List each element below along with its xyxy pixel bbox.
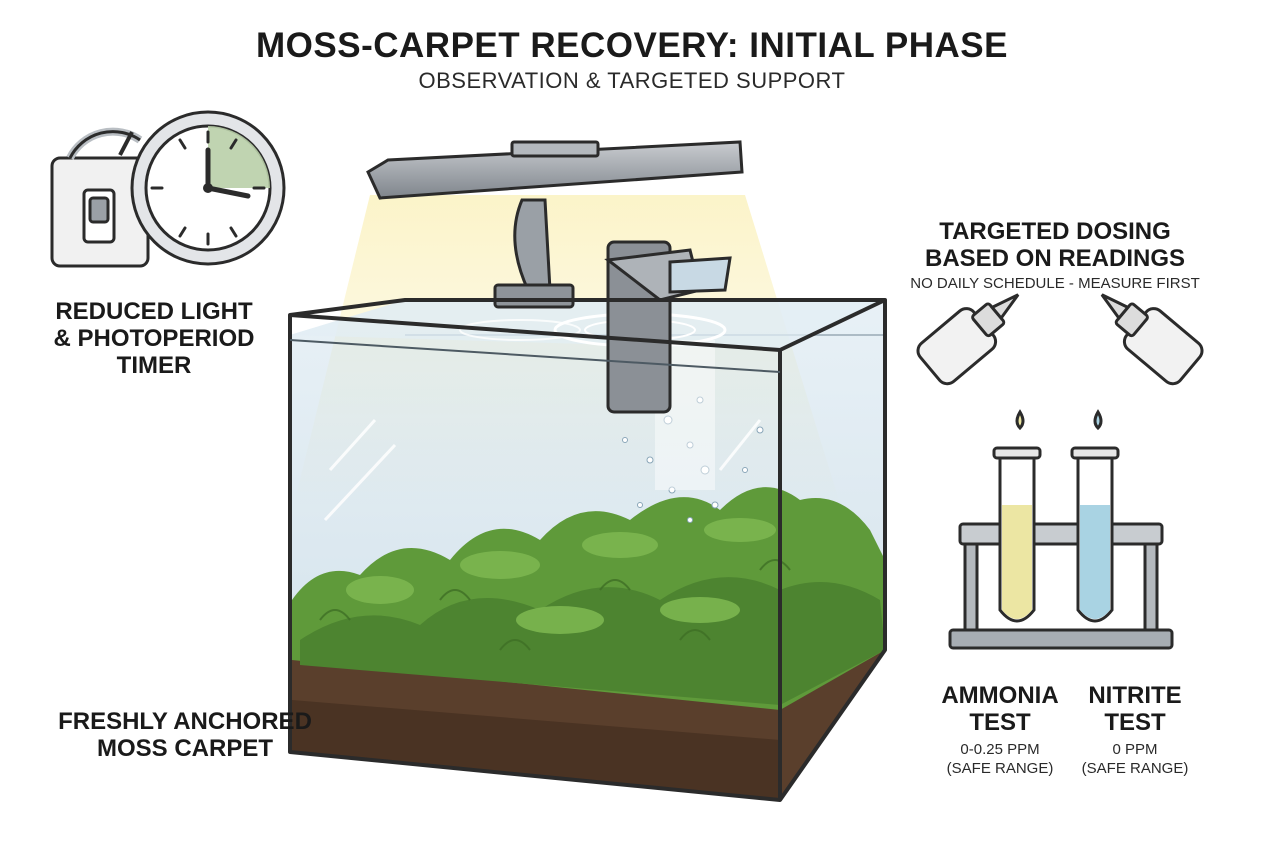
nitrite-label-line1: NITRITE [1088, 682, 1182, 709]
page-title: MOSS-CARPET RECOVERY: INITIAL PHASE [256, 26, 1008, 65]
timer-clock-icon [130, 110, 286, 266]
dosing-label: TARGETED DOSING BASED ON READINGS NO DAI… [880, 218, 1230, 293]
dosing-label-line2: BASED ON READINGS [924, 245, 1186, 272]
moss-label: FRESHLY ANCHORED MOSS CARPET [40, 708, 330, 762]
ammonia-label-line1: AMMONIA [941, 682, 1059, 709]
aquarium-lamp-icon [366, 140, 744, 309]
light-label: REDUCED LIGHT & PHOTOPERIOD TIMER [26, 298, 282, 379]
light-label-line2: & PHOTOPERIOD [53, 325, 255, 352]
moss-label-line2: MOSS CARPET [96, 735, 273, 762]
bubble-stream [622, 396, 764, 523]
light-label-line3: TIMER [116, 352, 192, 379]
nitrite-label-line2: TEST [1104, 709, 1166, 736]
dosing-note: NO DAILY SCHEDULE - MEASURE FIRST [910, 275, 1200, 292]
nitrite-range: 0 PPM [1112, 741, 1158, 758]
glass-glare [323, 418, 762, 522]
test-tube-rack [948, 522, 1174, 650]
ammonia-label-line2: TEST [969, 709, 1031, 736]
ammonia-note: (SAFE RANGE) [946, 760, 1054, 777]
dropper-bottle-icon [1093, 293, 1204, 431]
light-switch-icon [50, 127, 150, 268]
dosing-label-line1: TARGETED DOSING [939, 218, 1171, 245]
nitrite-note: (SAFE RANGE) [1081, 760, 1189, 777]
nitrite-label: NITRITE TEST 0 PPM (SAFE RANGE) [1060, 682, 1210, 778]
dropper-bottle-icon [916, 293, 1025, 431]
ammonia-label: AMMONIA TEST 0-0.25 PPM (SAFE RANGE) [912, 682, 1088, 778]
page-subtitle: OBSERVATION & TARGETED SUPPORT [418, 68, 846, 93]
light-label-line1: REDUCED LIGHT [55, 298, 253, 325]
moss-label-line1: FRESHLY ANCHORED [58, 708, 312, 735]
ammonia-range: 0-0.25 PPM [960, 741, 1040, 758]
test-tube-icon [1070, 446, 1120, 623]
moss-carpet [292, 487, 885, 710]
test-tube-icon [992, 446, 1042, 623]
hang-on-filter-icon [604, 240, 732, 414]
tank-glass [288, 298, 887, 802]
